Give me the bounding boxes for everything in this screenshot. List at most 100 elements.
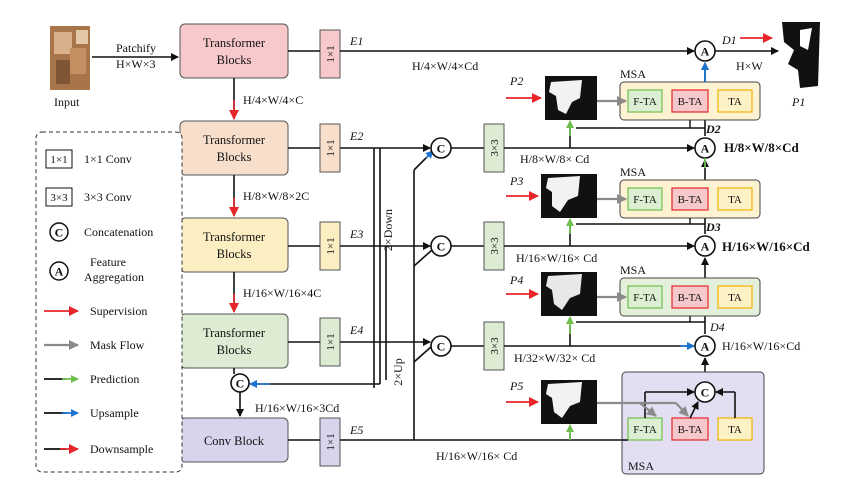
- svg-text:Blocks: Blocks: [217, 343, 252, 357]
- d3-label: D3: [705, 220, 721, 234]
- e5-label: E5: [349, 423, 363, 437]
- size-c3: H/16×W/16× Cd: [516, 251, 597, 265]
- msa-module-2: MSA F-TA B-TA TA: [619, 165, 761, 219]
- svg-text:Blocks: Blocks: [217, 53, 252, 67]
- agg-node-1: A: [694, 40, 716, 62]
- svg-text:B-TA: B-TA: [678, 96, 703, 108]
- legend-conv3: 3×3 Conv: [84, 190, 132, 204]
- e4-label: E4: [349, 323, 363, 337]
- conv1x1-e5: 1×1: [319, 417, 341, 467]
- svg-text:F-TA: F-TA: [633, 194, 657, 206]
- legend-conv3-swatch: [45, 187, 73, 207]
- d1-label: D1: [721, 33, 737, 47]
- p4-label: P4: [509, 273, 523, 287]
- legend-agg-symbol: [49, 261, 69, 281]
- legend-conv1: 1×1 Conv: [84, 152, 132, 166]
- size-d3: H/16×W/16×Cd: [722, 239, 811, 254]
- transformer-block-1: Transformer Blocks: [179, 23, 289, 79]
- svg-text:Transformer: Transformer: [203, 230, 266, 244]
- svg-text:1×1: 1×1: [325, 333, 337, 350]
- size-c2: H/8×W/8× Cd: [520, 152, 589, 166]
- svg-text:3×3: 3×3: [50, 192, 68, 204]
- svg-text:F-TA: F-TA: [633, 96, 657, 108]
- svg-text:3×3: 3×3: [489, 237, 501, 255]
- svg-text:B-TA: B-TA: [678, 194, 703, 206]
- svg-text:F-TA: F-TA: [633, 424, 657, 436]
- conv3x3-3: 3×3: [483, 221, 505, 271]
- svg-text:A: A: [701, 142, 710, 156]
- svg-text:C: C: [701, 386, 710, 400]
- svg-text:Transformer: Transformer: [203, 326, 266, 340]
- down2-label: 2×Down: [381, 209, 395, 251]
- svg-text:Blocks: Blocks: [217, 247, 252, 261]
- svg-text:TA: TA: [728, 96, 742, 108]
- mask-p5: [541, 380, 597, 424]
- size-hw16-4c: H/16×W/16×4C: [243, 286, 321, 300]
- legend-agg-line1: Feature: [90, 255, 126, 269]
- legend-upsample: Upsample: [90, 406, 139, 420]
- input-image: [50, 26, 90, 90]
- svg-text:Blocks: Blocks: [217, 150, 252, 164]
- svg-text:MSA: MSA: [620, 165, 646, 179]
- conv1x1-e4: 1×1: [319, 317, 341, 367]
- concat-node-4: C: [430, 335, 452, 357]
- conv1x1-e3: 1×1: [319, 221, 341, 271]
- msa-module-4: MSA F-TA B-TA TA C: [621, 371, 765, 475]
- input-size-label: H×W×3: [116, 57, 156, 71]
- msa-module-3: MSA F-TA B-TA TA: [619, 263, 761, 317]
- svg-text:1×1: 1×1: [325, 45, 337, 62]
- svg-text:Transformer: Transformer: [203, 36, 266, 50]
- svg-text:1×1: 1×1: [325, 139, 337, 156]
- mask-p4: [541, 272, 597, 316]
- p3-label: P3: [509, 174, 523, 188]
- legend-agg-line2: Aggregation: [84, 270, 144, 284]
- legend-supervision: Supervision: [90, 304, 147, 318]
- conv1x1-e2: 1×1: [319, 123, 341, 173]
- legend: 1×1 1×1 Conv 3×3 3×3 Conv C Concatenatio…: [35, 131, 183, 473]
- agg-node-2: A: [694, 137, 716, 159]
- conv-block: Conv Block: [179, 417, 289, 463]
- size-d2: H/8×W/8×Cd: [724, 140, 800, 155]
- svg-text:MSA: MSA: [628, 459, 654, 473]
- p5-label: P5: [509, 379, 523, 393]
- svg-text:C: C: [55, 226, 64, 240]
- svg-text:F-TA: F-TA: [633, 292, 657, 304]
- conv3x3-4: 3×3: [483, 321, 505, 371]
- svg-text:B-TA: B-TA: [678, 292, 703, 304]
- svg-text:C: C: [437, 142, 446, 156]
- svg-text:1×1: 1×1: [50, 154, 67, 166]
- svg-text:C: C: [437, 240, 446, 254]
- svg-text:A: A: [701, 45, 710, 59]
- e3-label: E3: [349, 227, 363, 241]
- svg-text:MSA: MSA: [620, 263, 646, 277]
- size-hw4c: H/4×W/4×C: [243, 93, 303, 107]
- svg-text:TA: TA: [728, 292, 742, 304]
- agg-node-3: A: [694, 235, 716, 257]
- e2-label: E2: [349, 129, 363, 143]
- d4-label: D4: [709, 320, 725, 334]
- size-e5: H/16×W/16× Cd: [436, 449, 517, 463]
- svg-text:C: C: [236, 377, 245, 391]
- legend-concat-symbol: [49, 222, 69, 242]
- svg-text:Conv Block: Conv Block: [204, 434, 265, 448]
- transformer-block-4: Transformer Blocks: [179, 313, 289, 369]
- e1-label: E1: [349, 34, 363, 48]
- size-c4: H/32×W/32× Cd: [514, 351, 595, 365]
- svg-text:A: A: [701, 240, 710, 254]
- legend-conv1-swatch: [45, 149, 73, 169]
- msa-module-1: MSA F-TA B-TA TA: [619, 67, 761, 121]
- svg-text:3×3: 3×3: [489, 139, 501, 157]
- p1-label: P1: [791, 95, 805, 109]
- svg-text:MSA: MSA: [620, 67, 646, 81]
- conv1x1-e1: 1×1: [319, 29, 341, 79]
- concat-node-2: C: [430, 137, 452, 159]
- svg-text:A: A: [55, 265, 64, 279]
- svg-text:A: A: [701, 340, 710, 354]
- mask-p3: [541, 174, 597, 218]
- legend-downsample: Downsample: [90, 442, 153, 456]
- svg-text:3×3: 3×3: [489, 337, 501, 355]
- concat-node-3: C: [430, 235, 452, 257]
- legend-concat: Concatenation: [84, 225, 153, 239]
- svg-text:TA: TA: [728, 424, 742, 436]
